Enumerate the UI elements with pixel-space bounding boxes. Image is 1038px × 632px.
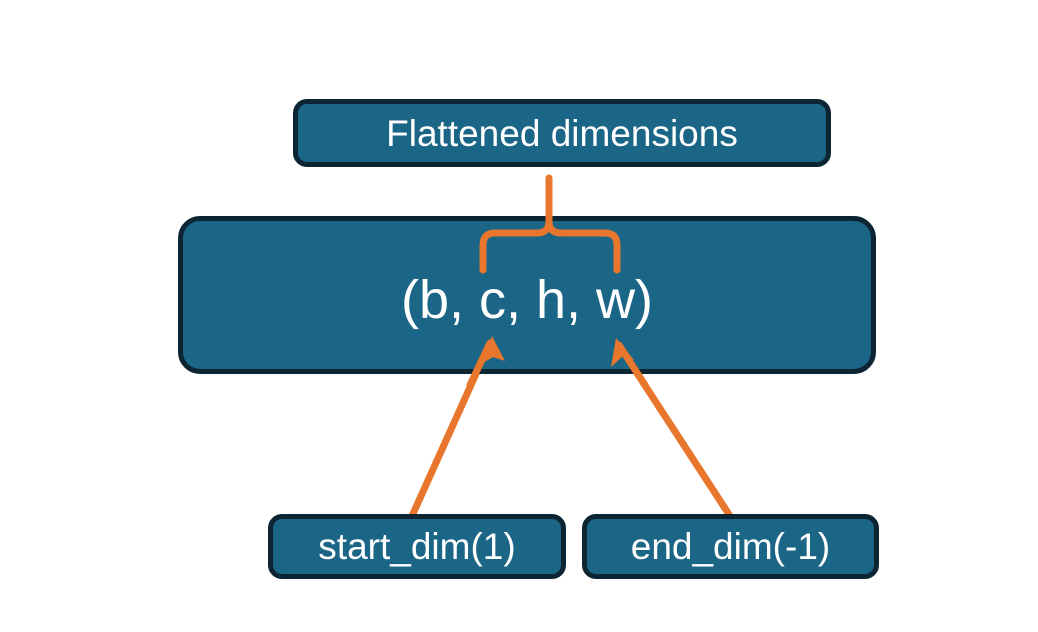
node-start-dim[interactable]: start_dim(1) (268, 514, 566, 579)
node-end-dim-label: end_dim(-1) (630, 526, 831, 567)
node-flattened-dimensions-label: Flattened dimensions (386, 112, 738, 154)
node-flattened-dimensions[interactable]: Flattened dimensions (293, 99, 831, 167)
node-tensor-shape[interactable]: (b, c, h, w) (178, 216, 876, 374)
node-tensor-shape-label: (b, c, h, w) (400, 270, 654, 330)
node-end-dim[interactable]: end_dim(-1) (582, 514, 879, 579)
node-start-dim-label: start_dim(1) (318, 526, 516, 567)
